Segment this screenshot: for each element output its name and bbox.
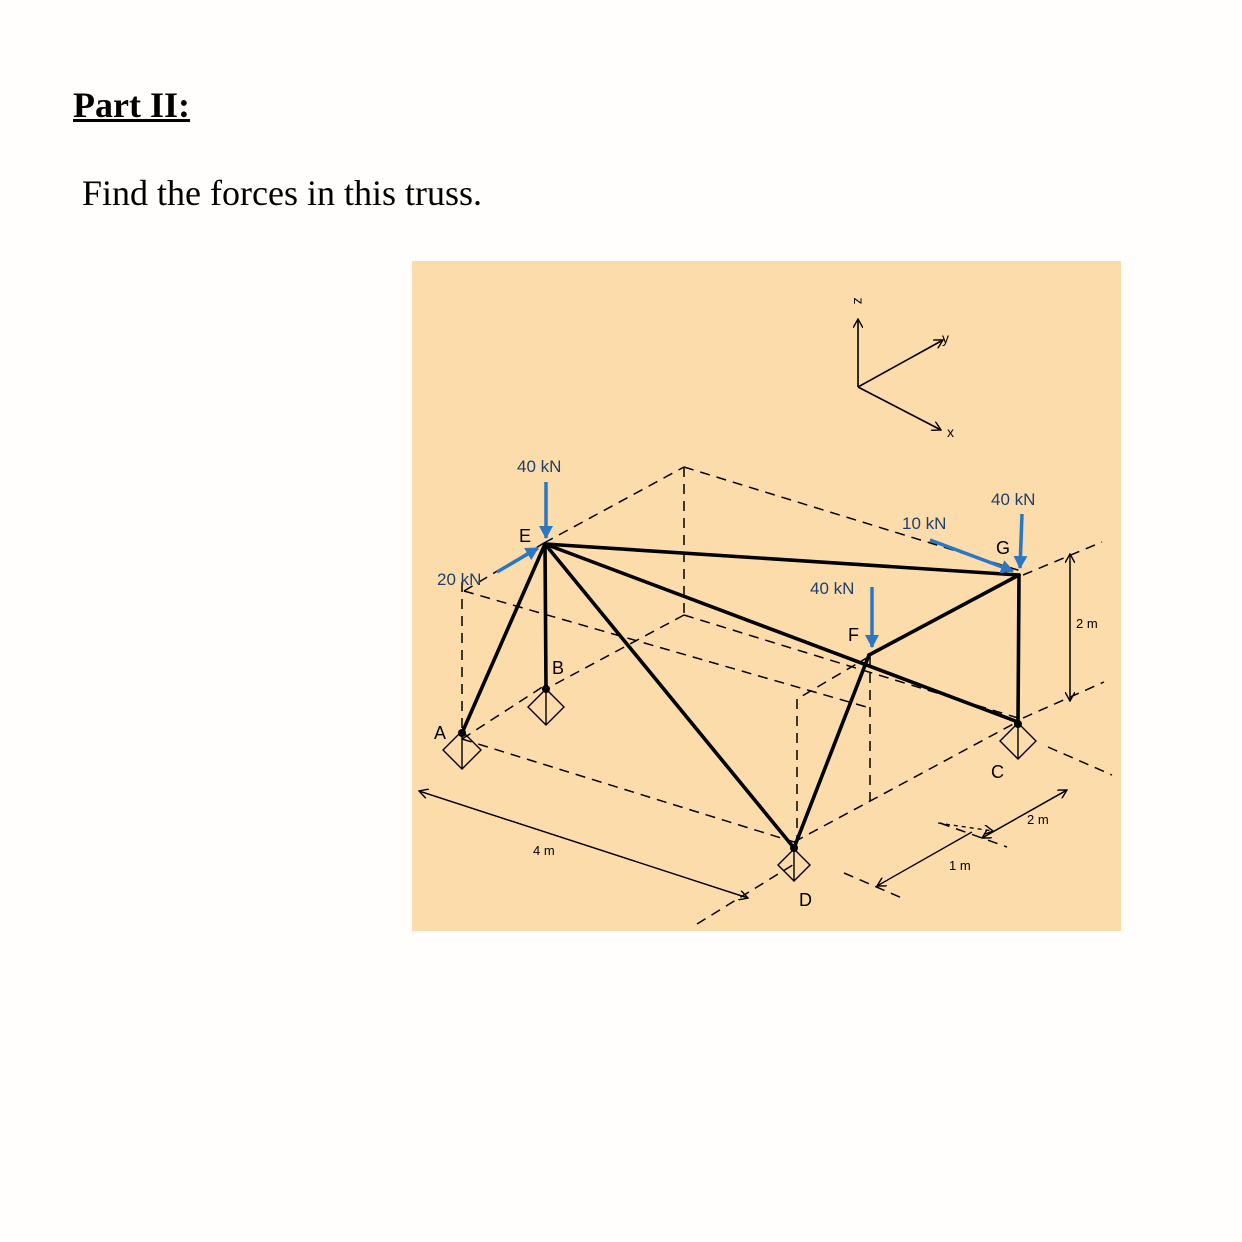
load-arrow-g-vertical <box>1013 513 1028 569</box>
truss-diagram: z x y <box>412 298 1113 925</box>
member-f-g <box>867 573 1021 657</box>
node-label-c: C <box>991 762 1004 782</box>
z-axis-label: z <box>851 298 867 305</box>
y-axis-arrow <box>857 340 943 388</box>
dimension-label-offset: 1 m <box>949 858 971 873</box>
load-label-f: 40 kN <box>810 579 854 598</box>
offset-dimension-tick <box>937 822 993 831</box>
load-arrows <box>496 482 1028 648</box>
width-dimension-upper-arrow <box>981 790 1067 839</box>
member-a-e <box>460 542 547 735</box>
joint-d <box>790 844 798 852</box>
member-d-e <box>543 542 796 850</box>
truss-figure: z x y <box>412 261 1121 931</box>
joint-c <box>1014 720 1022 728</box>
offset-dimension-lower-arrow <box>877 831 973 886</box>
load-arrow-e-horizontal <box>496 546 539 574</box>
dimension-label-width: 2 m <box>1027 812 1049 827</box>
x-axis-label: x <box>947 424 954 440</box>
support-b <box>527 688 565 726</box>
load-label-e-vertical: 40 kN <box>517 457 561 476</box>
coordinate-axes: z x y <box>851 298 954 441</box>
node-label-b: B <box>552 658 564 678</box>
support-a <box>442 730 482 770</box>
node-label-g: G <box>996 538 1010 558</box>
load-label-e-horizontal: 20 kN <box>437 570 481 589</box>
dimension-label-length: 4 m <box>533 843 555 858</box>
node-label-f: F <box>848 625 859 645</box>
truss-members <box>460 542 1021 850</box>
load-label-g-vertical: 40 kN <box>991 490 1035 509</box>
dimension-lines <box>419 554 1070 898</box>
member-e-g <box>543 542 1021 577</box>
member-b-e <box>543 542 548 691</box>
dimension-label-height: 2 m <box>1076 616 1098 631</box>
node-label-e: E <box>519 526 531 546</box>
member-c-g <box>1016 573 1021 724</box>
node-label-a: A <box>434 723 446 743</box>
problem-statement: Find the forces in this truss. <box>82 173 482 213</box>
support-c <box>999 722 1037 760</box>
supports <box>442 688 1037 882</box>
joint-a <box>458 729 466 737</box>
node-label-d: D <box>799 890 812 910</box>
load-arrow-g-horizontal <box>929 538 1014 574</box>
member-e-c <box>543 542 1020 724</box>
member-d-f <box>792 653 871 850</box>
load-label-g-horizontal: 10 kN <box>902 514 946 533</box>
joint-b <box>542 685 550 693</box>
part-heading: Part II: <box>73 85 190 125</box>
y-axis-label: y <box>942 330 949 346</box>
x-axis-arrow <box>857 386 941 430</box>
length-dimension-right-arrow <box>418 790 748 898</box>
support-d <box>777 848 811 882</box>
joints <box>458 685 1022 852</box>
